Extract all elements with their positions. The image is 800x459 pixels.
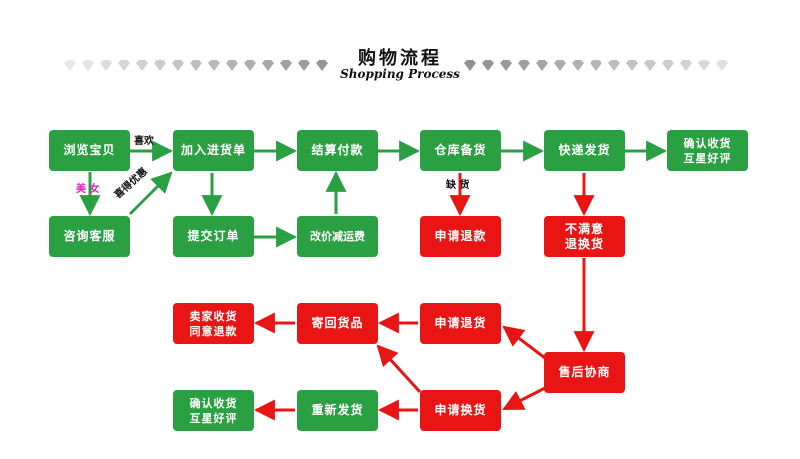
diamond-ornament-icon	[572, 60, 584, 71]
diamond-ornament-icon	[82, 60, 94, 71]
node-express: 快递发货	[544, 130, 625, 171]
diamond-ornament-icon	[698, 60, 710, 71]
node-warehouse: 仓库备货	[420, 130, 501, 171]
node-confirm-rate-2: 确认收货 互星好评	[173, 390, 254, 431]
edge-label-beauty: 美 女	[76, 184, 100, 195]
arrow-aftersale-to-return	[502, 325, 546, 360]
node-unsatisfied: 不满意 退换货	[544, 216, 625, 257]
node-browse: 浏览宝贝	[49, 130, 130, 171]
diamond-ornament-icon	[716, 60, 728, 71]
diamond-ornament-icon	[608, 60, 620, 71]
node-apply-return: 申请退货	[420, 303, 501, 344]
diamond-ornament-icon	[590, 60, 602, 71]
diamond-ornament-icon	[316, 60, 328, 71]
diamond-ornament-icon	[100, 60, 112, 71]
diamond-ornament-icon	[500, 60, 512, 71]
node-change-price: 改价减运费	[297, 216, 378, 257]
diagram-subtitle: Shopping Process	[340, 67, 460, 81]
diamond-ornament-icon	[280, 60, 292, 71]
diamond-ornament-icon	[262, 60, 274, 71]
edge-label-out-of-stock: 缺 货	[446, 180, 470, 191]
edge-label-like: 喜欢	[134, 136, 154, 147]
node-consult: 咨询客服	[49, 216, 130, 257]
diamond-ornament-icon	[172, 60, 184, 71]
diamond-ornament-icon	[464, 60, 476, 71]
diamond-ornament-icon	[536, 60, 548, 71]
node-add-cart: 加入进货单	[173, 130, 254, 171]
diamond-ornament-icon	[662, 60, 674, 71]
diamond-ornament-icon	[518, 60, 530, 71]
node-resend: 重新发货	[297, 390, 378, 431]
node-confirm-rate-1: 确认收货 互星好评	[667, 130, 748, 171]
diamond-ornament-icon	[118, 60, 130, 71]
node-checkout: 结算付款	[297, 130, 378, 171]
diamond-ornament-icon	[680, 60, 692, 71]
node-refund: 申请退款	[420, 216, 501, 257]
diamond-ornament-icon	[298, 60, 310, 71]
diamond-ornament-icon	[482, 60, 494, 71]
diamond-ornament-icon	[626, 60, 638, 71]
diamond-ornament-icon	[154, 60, 166, 71]
diamond-ornament-icon	[554, 60, 566, 71]
arrow-aftersale-to-exchange	[502, 386, 546, 411]
diamond-ornament-icon	[136, 60, 148, 71]
node-seller-refund: 卖家收货 同意退款	[173, 303, 254, 344]
arrow-consult-to-cart	[128, 171, 173, 216]
diagram-title: 购物流程	[358, 48, 442, 69]
node-submit-order: 提交订单	[173, 216, 254, 257]
diamond-ornament-icon	[64, 60, 76, 71]
diamond-ornament-icon	[244, 60, 256, 71]
node-send-back: 寄回货品	[297, 303, 378, 344]
diamond-ornament-icon	[208, 60, 220, 71]
diamond-ornament-icon	[190, 60, 202, 71]
diamond-ornament-icon	[644, 60, 656, 71]
node-apply-exchange: 申请换货	[420, 390, 501, 431]
diamond-ornament-icon	[226, 60, 238, 71]
arrow-exchange-to-sendback	[376, 344, 422, 394]
node-after-sale: 售后协商	[544, 352, 625, 393]
